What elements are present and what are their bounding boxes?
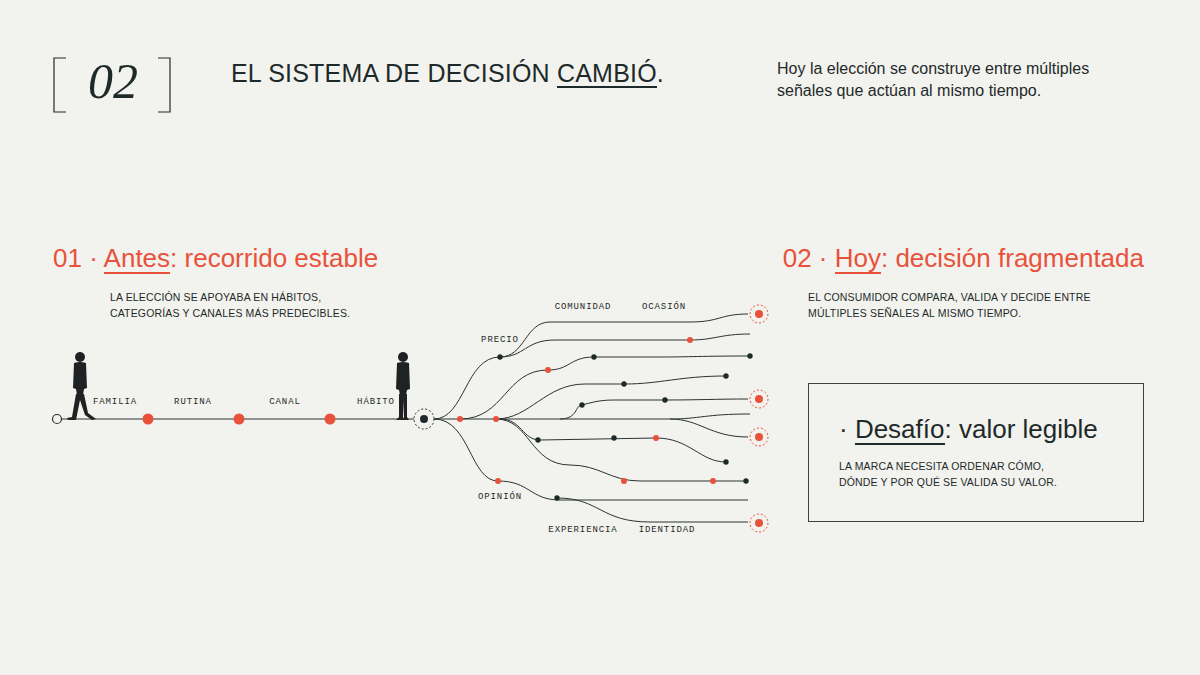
signal-label: COMUNIDAD: [555, 302, 612, 312]
box-heading: · Desafío: valor legible: [839, 414, 1113, 445]
step-dot: [325, 414, 336, 425]
branch-lines: [434, 314, 750, 522]
underline: [104, 272, 171, 274]
person-figure: [396, 352, 410, 420]
subtitle: Hoy la elección se construye entre múlti…: [777, 58, 1147, 103]
target-markers: [750, 305, 768, 532]
step-dot: [143, 414, 154, 425]
signal-label: OPINIÓN: [478, 492, 522, 502]
step-label: CANAL: [269, 397, 301, 407]
split-ring: [414, 409, 434, 429]
split-dot: [420, 415, 428, 423]
slide-title: EL SISTEMA DE DECISIÓN CAMBIÓ.: [231, 59, 664, 88]
section-heading: 02 · Hoy: decisión fragmentada: [783, 243, 1144, 274]
signal-label: IDENTIDAD: [639, 525, 696, 535]
underline: [835, 272, 881, 274]
challenge-box: · Desafío: valor legible LA MARCA NECESIT…: [808, 383, 1144, 522]
underline: [855, 443, 945, 445]
step-dot: [234, 414, 245, 425]
step-label: RUTINA: [174, 397, 212, 407]
person-figure: [67, 352, 96, 420]
box-body: LA MARCA NECESITA ORDENAR CÓMO, DÓNDE Y …: [839, 459, 1084, 491]
signal-label: PRECIO: [481, 335, 519, 345]
underline: [557, 86, 657, 88]
section-body: LA ELECCIÓN SE APOYABA EN HÁBITOS, CATEG…: [110, 290, 375, 322]
step-label: FAMILIA: [93, 397, 137, 407]
branch-dots: [497, 353, 752, 500]
step-label: HÁBITO: [357, 397, 395, 407]
branch-dots: [457, 337, 716, 484]
bracket: [158, 58, 170, 112]
section-heading: 01 · Antes: recorrido estable: [53, 243, 378, 274]
start-circle: [53, 415, 62, 424]
bracket: [54, 58, 66, 112]
section-number: 02: [88, 52, 138, 110]
section-body: EL CONSUMIDOR COMPARA, VALIDA Y DECIDE E…: [808, 290, 1093, 322]
signal-label: EXPERIENCIA: [548, 525, 617, 535]
signal-label: OCASIÓN: [642, 302, 686, 312]
stable-path: [53, 409, 435, 429]
